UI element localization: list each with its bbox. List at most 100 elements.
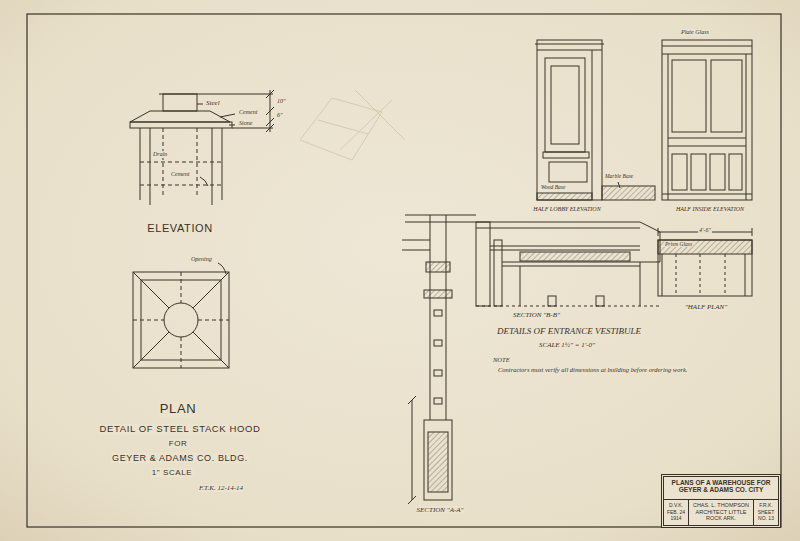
section-a-a <box>402 250 430 251</box>
stack-hood-elevation <box>140 128 141 200</box>
view-title: SECTION "A-A" <box>416 506 465 514</box>
half-inside-elevation <box>668 138 746 139</box>
material-note: Drain <box>152 151 168 158</box>
half-lobby-elevation <box>545 58 585 152</box>
stack-hood-elevation <box>197 104 203 105</box>
scale-label: 1" SCALE <box>151 468 194 477</box>
stack-hood-elevation <box>150 128 151 205</box>
stack-hood-elevation <box>232 128 273 129</box>
view-title: "HALF PLAN" <box>684 303 728 311</box>
section-a-a <box>424 420 452 500</box>
stack-hood-elevation <box>130 111 230 122</box>
material-note: Plate Glass <box>680 29 710 36</box>
half-plan <box>658 228 752 296</box>
stack-hood-plan <box>181 337 182 368</box>
half-plan <box>752 228 753 236</box>
stack-hood-elevation <box>229 125 235 126</box>
stack-hood-plan <box>164 303 198 337</box>
section-a-a <box>424 290 452 298</box>
material-note: Cement <box>170 171 190 178</box>
section-b-b <box>596 296 604 306</box>
scale-label: SCALE 1½" = 1'-0" <box>538 341 596 349</box>
section-b-b <box>520 252 630 261</box>
stack-hood-elevation <box>220 114 235 117</box>
section-a-a <box>446 215 447 420</box>
section-a-a <box>434 310 442 316</box>
half-inside-elevation <box>746 54 747 200</box>
material-note: Wood Base <box>540 184 566 190</box>
section-b-b <box>476 222 660 306</box>
section-b-b <box>490 250 640 251</box>
half-inside-elevation <box>691 154 706 190</box>
half-inside-elevation <box>711 60 742 132</box>
stack-hood-plan <box>218 263 226 274</box>
stack-hood-elevation <box>212 128 213 205</box>
half-inside-elevation <box>662 46 752 47</box>
pencil-sketch <box>355 90 405 140</box>
half-inside-elevation <box>672 154 687 190</box>
half-inside-elevation <box>662 40 752 200</box>
section-b-b <box>548 296 556 306</box>
section-a-a <box>434 398 442 404</box>
half-inside-elevation <box>662 194 752 195</box>
half-plan <box>658 228 659 236</box>
half-plan <box>676 254 677 296</box>
drawing-title: DETAIL OF STEEL STACK HOOD <box>99 424 262 435</box>
half-inside-elevation <box>710 154 725 190</box>
half-lobby-elevation <box>549 162 587 182</box>
stack-hood-plan <box>198 320 229 321</box>
stack-hood-elevation <box>266 90 274 98</box>
stack-hood-elevation <box>266 124 274 132</box>
section-a-a <box>428 432 448 492</box>
signature-date: F.T.K. 12-14-14 <box>198 484 244 492</box>
title-cell: CHAS. L. THOMPSON ARCHITECT LITTLE ROCK … <box>689 499 753 525</box>
stack-hood-plan <box>133 272 169 308</box>
section-a-a <box>405 222 476 223</box>
title-text: PLANS OF A WAREHOUSE FOR GEYER & ADAMS C… <box>664 477 778 497</box>
dimension-label: 10" <box>276 98 287 105</box>
drawing-title: DETAILS OF ENTRANCE VESTIBULE <box>496 326 642 336</box>
section-a-a <box>434 370 442 376</box>
section-a-a <box>430 215 431 420</box>
section-a-a <box>434 340 442 346</box>
half-inside-elevation <box>662 54 752 55</box>
title-text: CHAS. L. THOMPSON ARCHITECT LITTLE ROCK … <box>690 502 752 522</box>
stack-hood-elevation <box>222 128 223 200</box>
view-title: HALF LOBBY ELEVATION <box>532 206 601 213</box>
section-a-a <box>408 496 416 504</box>
view-title: ELEVATION <box>146 222 214 235</box>
title-text: D.V.K. <box>665 502 687 508</box>
stack-hood-elevation <box>130 90 274 205</box>
section-b-b <box>476 222 490 306</box>
half-lobby-elevation <box>592 50 593 200</box>
section-b-b <box>502 266 640 267</box>
stack-hood-elevation <box>200 177 208 186</box>
stack-hood-elevation <box>130 122 232 128</box>
half-plan <box>725 254 726 296</box>
section-b-b <box>476 228 640 229</box>
stack-hood-plan <box>133 320 164 321</box>
half-inside-elevation <box>668 54 669 200</box>
material-note: Marble Base <box>604 173 634 179</box>
view-title: PLAN <box>159 402 197 417</box>
view-title: SECTION "B-B" <box>512 311 561 319</box>
section-a-a <box>426 262 450 272</box>
half-plan <box>658 240 752 296</box>
section-a-a <box>402 215 476 504</box>
stack-hood-plan <box>193 332 229 368</box>
half-plan <box>700 254 701 296</box>
half-lobby-elevation <box>535 44 604 45</box>
pencil-sketch <box>340 100 392 150</box>
pencil-sketch <box>318 120 368 134</box>
pencil-sketch <box>300 98 382 160</box>
title-cell: D.V.K.FEB. 24 1914 <box>664 499 689 525</box>
pencil-sketch <box>300 90 405 160</box>
material-note: Opening <box>190 256 213 263</box>
half-lobby-elevation <box>535 40 655 200</box>
title-text: FEB. 24 1914 <box>665 509 687 521</box>
section-b-b <box>520 266 521 306</box>
half-inside-elevation <box>662 40 752 200</box>
title-block: PLANS OF A WAREHOUSE FOR GEYER & ADAMS C… <box>661 474 781 528</box>
section-a-a <box>408 396 416 404</box>
